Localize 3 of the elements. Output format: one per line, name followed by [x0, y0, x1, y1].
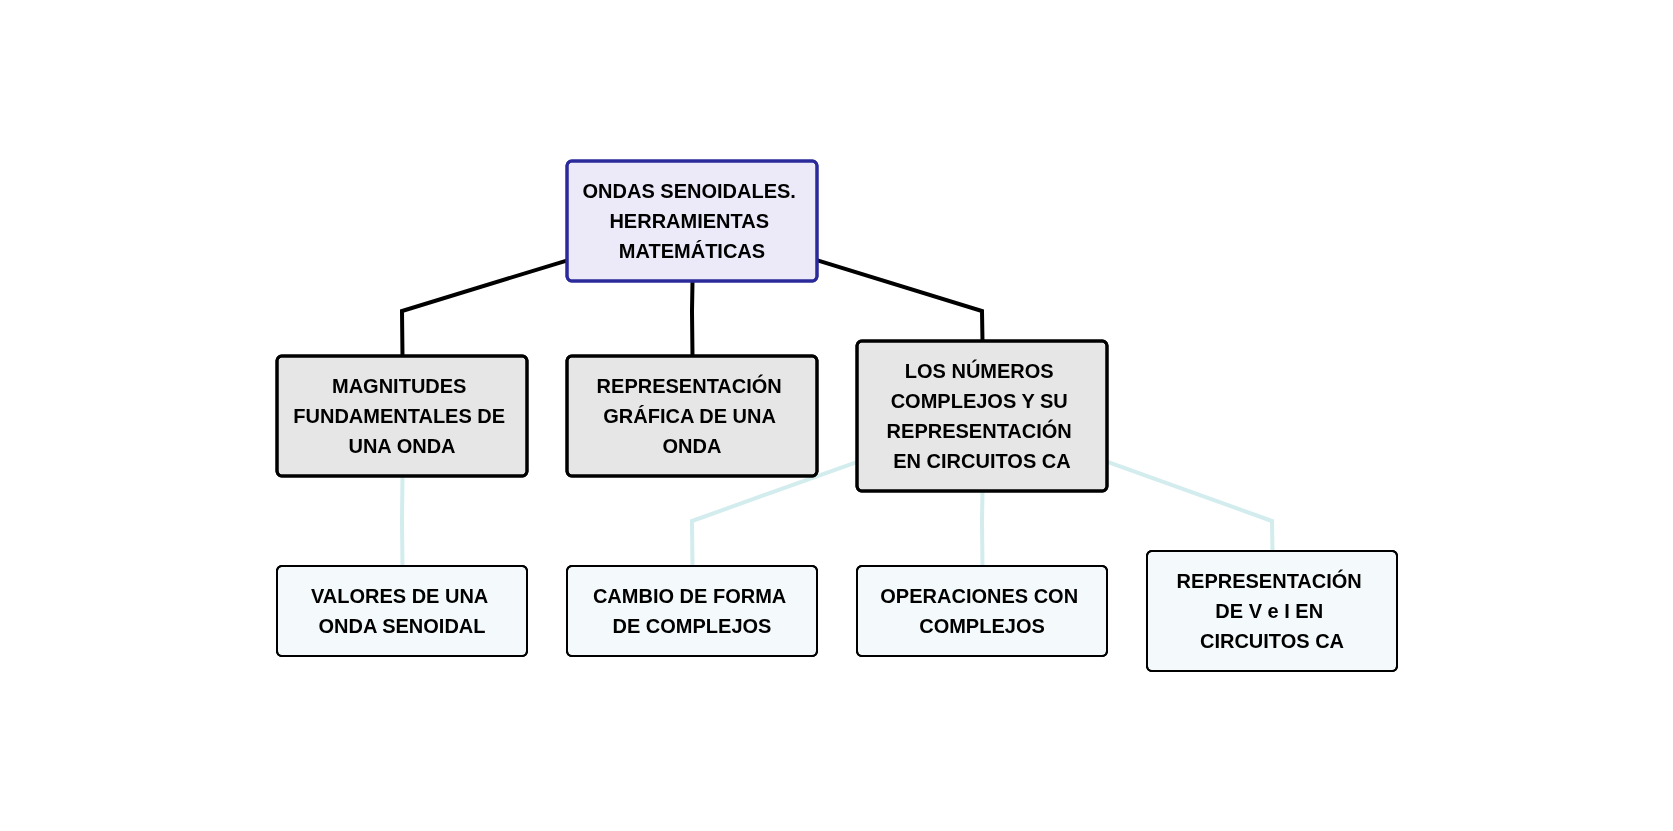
connector	[399, 475, 404, 567]
connector	[979, 490, 984, 567]
connector	[1106, 459, 1274, 552]
